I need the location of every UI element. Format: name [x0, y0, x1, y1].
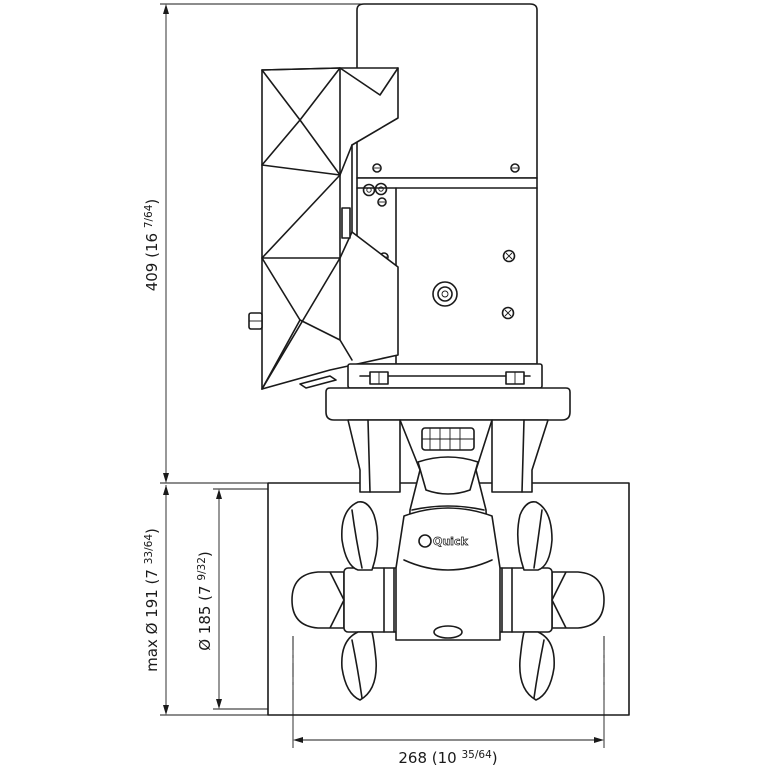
- max-diameter-dimension-label: max Ø 191 (7 33/64): [143, 528, 161, 672]
- tunnel-diameter-dimension-label: Ø 185 (7 9/32): [196, 551, 214, 651]
- screw-icon: [501, 306, 515, 320]
- width-dimension-label: 268 (10 35/64): [398, 749, 497, 767]
- screw-icon: [510, 163, 520, 173]
- mounting-flange: [325, 363, 571, 421]
- screw-icon: [372, 163, 382, 173]
- center-bolt-icon: [432, 281, 458, 307]
- svg-text:Quick: Quick: [433, 535, 468, 548]
- screw-icon: [502, 249, 516, 263]
- motor-top-cap: [356, 3, 538, 179]
- quick-logo: Quick: [418, 534, 469, 548]
- left-propeller: [329, 500, 379, 701]
- screw-icon: [377, 197, 387, 207]
- control-box: [248, 67, 399, 390]
- height-dimension-label: 409 (16 7/64): [143, 199, 161, 292]
- gear-housing: Quick: [291, 507, 605, 641]
- terminal-icon: [362, 182, 388, 197]
- nut-icon: [505, 371, 525, 385]
- right-propeller: [516, 500, 567, 701]
- nut-icon: [369, 371, 389, 385]
